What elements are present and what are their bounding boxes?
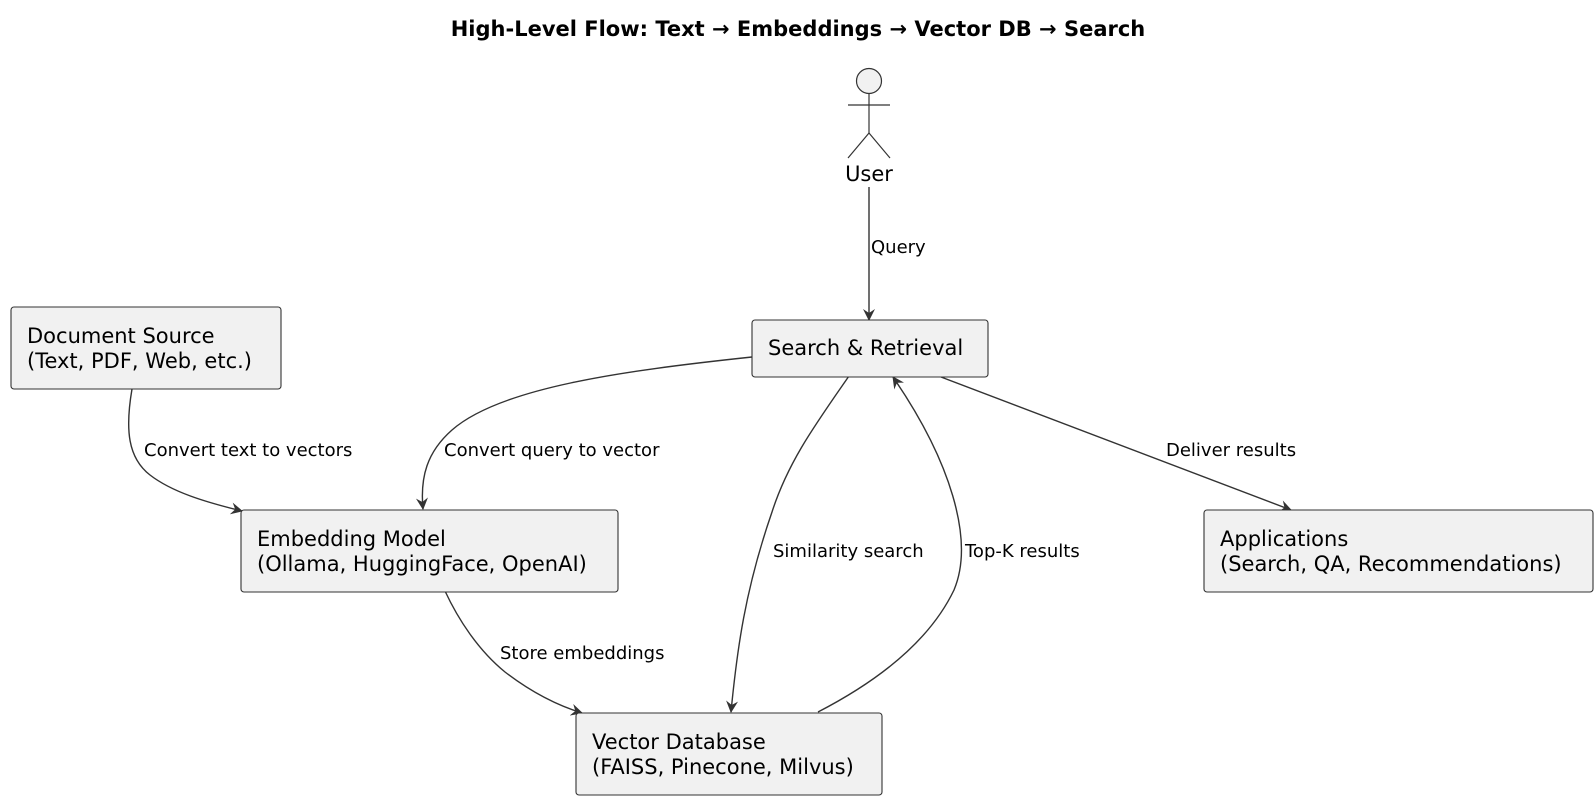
node-vector-database-title: Vector Database xyxy=(592,730,766,754)
edge-label-similarity-search: Similarity search xyxy=(773,541,924,562)
node-document-source-title: Document Source xyxy=(27,324,215,348)
node-applications-subtitle: (Search, QA, Recommendations) xyxy=(1220,552,1562,576)
edge-similarity-search xyxy=(726,375,850,713)
edge-store-embeddings xyxy=(444,590,583,716)
edge-label-query: Query xyxy=(871,237,926,258)
stick-figure-icon xyxy=(847,67,891,159)
edge-convert-query xyxy=(416,356,753,510)
edge-label-deliver-results: Deliver results xyxy=(1166,440,1296,461)
edge-top-k xyxy=(817,376,963,713)
edge-convert-text xyxy=(127,388,243,515)
edge-label-store-embeddings: Store embeddings xyxy=(500,643,664,664)
user-label: User xyxy=(845,162,893,186)
node-applications-title: Applications xyxy=(1220,527,1348,551)
node-search-retrieval-title: Search & Retrieval xyxy=(768,336,963,360)
diagram-title: High-Level Flow: Text → Embeddings → Vec… xyxy=(451,17,1146,41)
node-document-source-subtitle: (Text, PDF, Web, etc.) xyxy=(27,349,252,373)
user-actor: User xyxy=(845,67,893,186)
edge-label-convert-text: Convert text to vectors xyxy=(144,440,352,461)
node-embedding-model: Embedding Model (Ollama, HuggingFace, Op… xyxy=(240,509,619,593)
edge-deliver-results xyxy=(940,376,1292,512)
node-applications: Applications (Search, QA, Recommendation… xyxy=(1203,509,1594,593)
node-document-source: Document Source (Text, PDF, Web, etc.) xyxy=(10,306,282,390)
edge-labels: Query Convert text to vectors Convert qu… xyxy=(144,237,1296,664)
node-vector-database: Vector Database (FAISS, Pinecone, Milvus… xyxy=(575,712,883,796)
node-embedding-model-subtitle: (Ollama, HuggingFace, OpenAI) xyxy=(257,552,587,576)
node-embedding-model-title: Embedding Model xyxy=(257,527,446,551)
edges xyxy=(127,187,1292,716)
edge-label-top-k: Top-K results xyxy=(964,541,1080,562)
node-vector-database-subtitle: (FAISS, Pinecone, Milvus) xyxy=(592,755,854,779)
edge-label-convert-query: Convert query to vector xyxy=(444,440,660,461)
node-search-retrieval: Search & Retrieval xyxy=(751,319,989,378)
